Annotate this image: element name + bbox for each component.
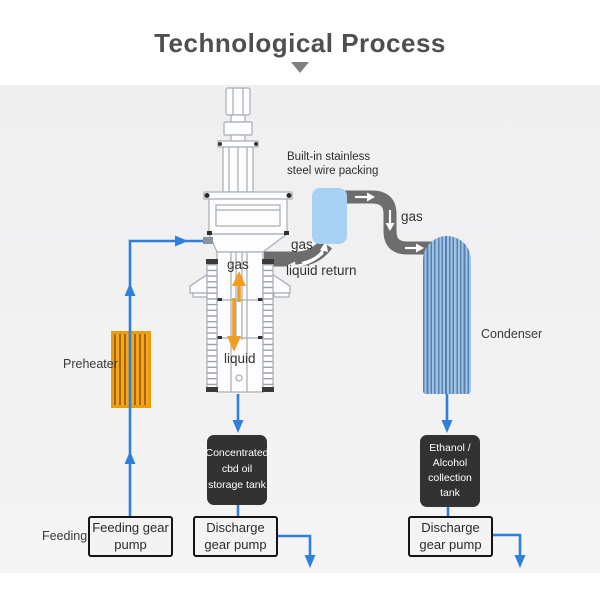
blue-arrowheads	[124, 235, 526, 568]
cbd-storage-tank: Concentrated cbd oil storage tank	[205, 435, 269, 505]
preheater-label: Preheater	[63, 357, 118, 371]
to-ethanol-tank-arrow-icon	[441, 420, 453, 433]
ethanol-collection-tank: Ethanol / Alcohol collection tank	[420, 435, 480, 507]
center-discharge-line	[278, 534, 312, 556]
center-discharge-arrow-icon	[304, 555, 316, 568]
liquid-down-internal-arrow-icon	[227, 336, 241, 352]
feeding-label: Feeding	[42, 529, 88, 543]
gas-right-arrow-icon	[367, 192, 375, 202]
title-pointer-icon	[291, 62, 309, 73]
feeding-gear-pump: Feeding gear pump	[88, 516, 173, 557]
right-discharge-arrow-icon	[514, 555, 526, 568]
feed-up-arrow-icon	[124, 283, 136, 296]
blue-flow-lines	[128, 239, 522, 556]
liquid-return-label: liquid return	[286, 263, 357, 278]
feed-up-arrow-icon	[124, 451, 136, 464]
internal-flow-arrows	[232, 284, 241, 338]
feed-inlet-stub	[203, 237, 213, 244]
feed-line	[128, 239, 203, 516]
pipe-flow-arrows	[286, 192, 424, 271]
liquid-return-arrow-icon	[286, 261, 296, 271]
diagram-background	[0, 85, 600, 573]
gas-to-packing-label: gas	[291, 237, 313, 252]
discharge-gear-pump-center: Discharge gear pump	[193, 516, 278, 557]
liquid-in-column-label: liquid	[224, 351, 256, 366]
feed-right-arrow-icon	[175, 235, 188, 247]
page-title: Technological Process	[154, 28, 446, 58]
right-discharge-line	[493, 533, 522, 556]
wire-packing-block	[312, 188, 347, 244]
gas-down-arrow-icon	[385, 223, 395, 231]
condenser-block	[423, 236, 471, 394]
packing-label: Built-in stainless steel wire packing	[287, 151, 379, 178]
to-cbd-tank-arrow-icon	[232, 420, 244, 433]
gas-up-internal-arrow-icon	[232, 271, 246, 286]
gas-into-condenser-arrow-icon	[416, 243, 424, 253]
gas-in-column-label: gas	[227, 257, 249, 272]
gas-to-condenser-label: gas	[401, 209, 423, 224]
distillation-column-drawing	[189, 87, 293, 393]
discharge-gear-pump-right: Discharge gear pump	[408, 516, 493, 557]
condenser-label: Condenser	[481, 327, 543, 341]
